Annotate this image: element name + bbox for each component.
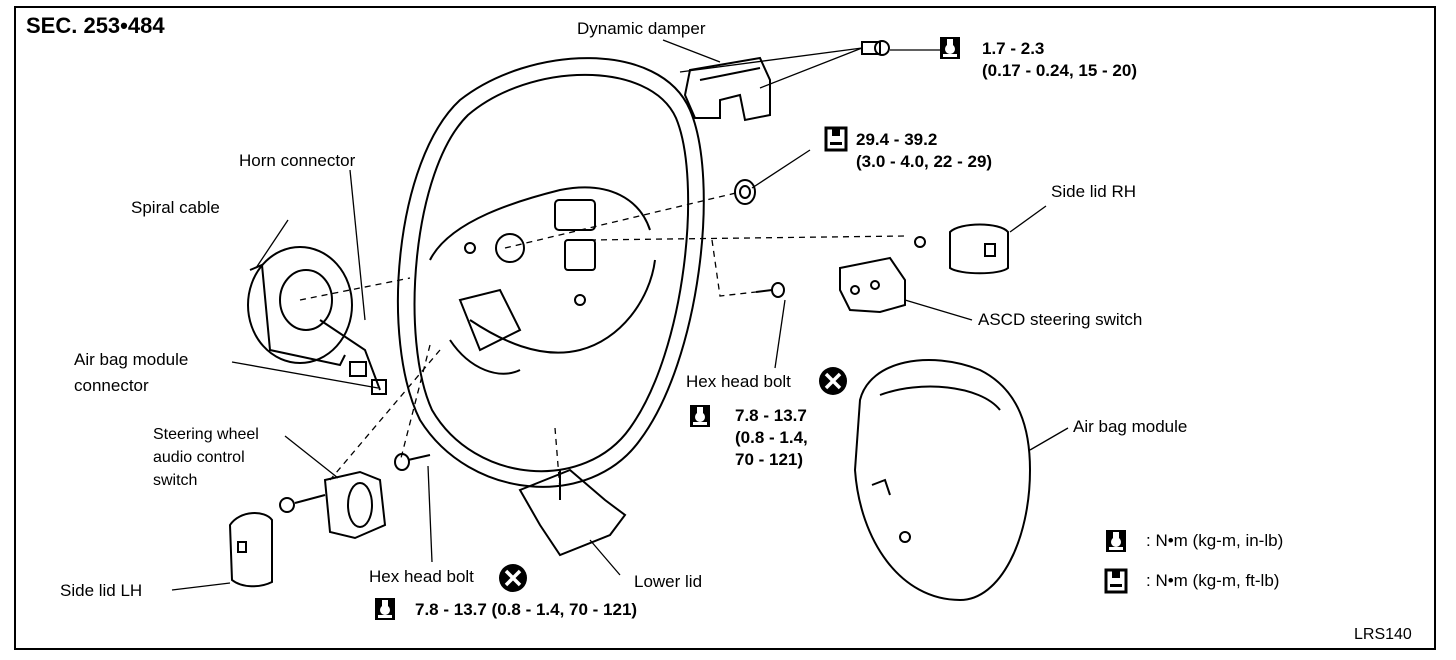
section-number: SEC. 253•484	[26, 13, 165, 38]
label-steering-wheel-audio-line2: audio control	[153, 449, 245, 466]
torque-right-bolt-alt: (0.8 - 1.4,	[735, 428, 808, 447]
legend-in-lb-icon	[1106, 530, 1126, 552]
dynamic-damper	[683, 40, 890, 122]
label-air-bag-module: Air bag module	[1073, 417, 1188, 436]
torque-nut-nm: 29.4 - 39.2	[856, 130, 938, 149]
torque-bottom-bolt: 7.8 - 13.7 (0.8 - 1.4, 70 - 121)	[415, 600, 638, 619]
label-lower-lid: Lower lid	[634, 572, 703, 591]
nut	[734, 179, 756, 205]
label-steering-wheel-audio-line3: switch	[153, 472, 198, 489]
side-lid-rh	[949, 223, 1009, 275]
side-lid-lh	[228, 512, 273, 588]
label-side-lid-rh: Side lid RH	[1051, 182, 1137, 201]
torque-spec-nut: 29.4 - 39.2 (3.0 - 4.0, 22 - 29)	[856, 129, 992, 173]
legend-ft-lb-icon	[1104, 568, 1128, 594]
torque-in-lb-icon	[940, 37, 960, 59]
audio-control-switch	[279, 470, 387, 540]
torque-damper-nm: 1.7 - 2.3	[982, 39, 1045, 58]
label-air-bag-module-connector: Air bag module	[74, 350, 189, 369]
spiral-cable	[247, 246, 387, 395]
hex-bolt-right	[755, 282, 785, 298]
label-ascd-steering-switch: ASCD steering switch	[978, 310, 1143, 329]
torque-nut-alt: (3.0 - 4.0, 22 - 29)	[856, 152, 993, 171]
legend-ft-lb: : N•m (kg-m, ft-lb)	[1146, 571, 1280, 590]
label-steering-wheel-audio: Steering wheel	[153, 426, 259, 443]
torque-spec-damper: 1.7 - 2.3 (0.17 - 0.24, 15 - 20)	[982, 38, 1137, 82]
torque-in-lb-icon	[690, 405, 710, 427]
steering-wheel	[396, 57, 705, 488]
label-air-bag-module-connector-line2: connector	[74, 376, 149, 395]
torque-spec-right-bolt: 7.8 - 13.7 (0.8 - 1.4, 70 - 121)	[735, 405, 808, 471]
x-mark-bottom-icon	[499, 564, 527, 592]
diagram-frame	[14, 6, 1436, 650]
hex-bolt-bottom	[394, 453, 431, 471]
figure-code: LRS140	[1354, 626, 1412, 643]
legend-in-lb: : N•m (kg-m, in-lb)	[1146, 531, 1284, 550]
label-horn-connector: Horn connector	[239, 151, 356, 170]
label-dynamic-damper: Dynamic damper	[577, 19, 706, 38]
torque-right-bolt-alt-2: 70 - 121)	[735, 450, 804, 469]
label-hex-head-bolt-bottom: Hex head bolt	[369, 567, 474, 586]
label-spiral-cable: Spiral cable	[131, 198, 220, 217]
torque-damper-alt: (0.17 - 0.24, 15 - 20)	[982, 61, 1137, 80]
leader-lines	[171, 39, 1069, 591]
torque-in-lb-icon	[375, 598, 395, 620]
torque-spec-bottom-bolt: 7.8 - 13.7 (0.8 - 1.4, 70 - 121)	[415, 599, 637, 621]
label-side-lid-lh: Side lid LH	[60, 581, 143, 600]
torque-ft-lb-icon	[824, 126, 848, 152]
torque-right-bolt-nm: 7.8 - 13.7	[735, 406, 807, 425]
label-hex-head-bolt-right: Hex head bolt	[686, 372, 791, 391]
ascd-steering-switch	[839, 236, 926, 314]
air-bag-module	[853, 359, 1032, 602]
x-mark-right-icon	[819, 367, 847, 395]
